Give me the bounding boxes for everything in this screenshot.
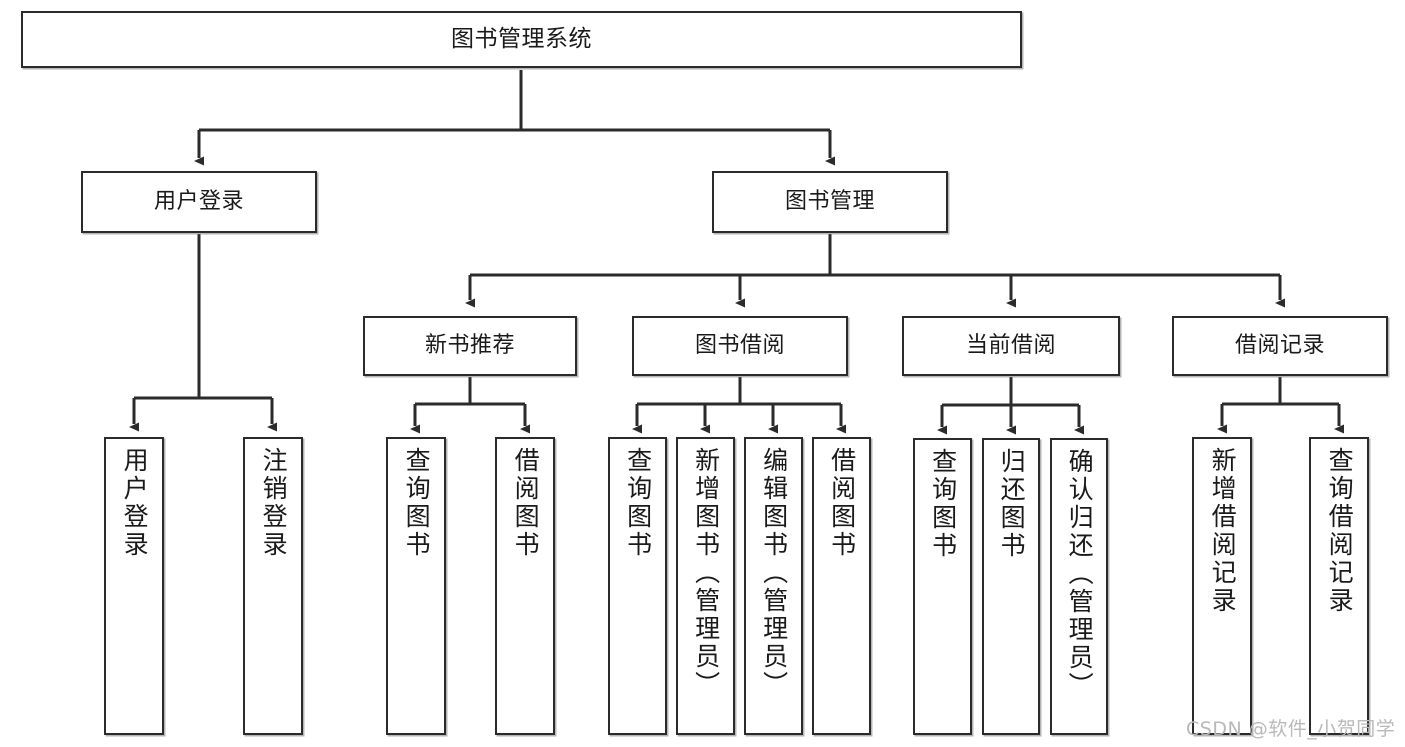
leaf-current-query-book-label: 查询图书 [928,448,958,560]
leaf-recommend-borrow-book[interactable]: 借阅图书 [495,437,555,735]
node-borrow-record-label: 借阅记录 [1234,332,1325,358]
leaf-record-query-record[interactable]: 查询借阅记录 [1309,437,1369,735]
leaf-recommend-borrow-book-label: 借阅图书 [511,447,541,559]
leaf-current-confirm-return[interactable]: 确认归还（管理员） [1050,438,1108,735]
leaf-current-return-book[interactable]: 归还图书 [982,438,1040,735]
node-root-system-label: 图书管理系统 [451,26,592,53]
leaf-recommend-query-book[interactable]: 查询图书 [386,437,446,735]
leaf-user-login-logout[interactable]: 注销登录 [243,437,303,735]
leaf-record-query-record-label: 查询借阅记录 [1325,447,1355,615]
leaf-record-add-record[interactable]: 新增借阅记录 [1192,437,1252,735]
node-current-borrow-label: 当前借阅 [965,332,1056,358]
leaf-current-query-book[interactable]: 查询图书 [913,438,972,735]
node-new-book-recommend-label: 新书推荐 [424,332,515,358]
leaf-borrow-add-book[interactable]: 新增图书（管理员） [676,437,735,735]
leaf-user-login-login-label: 用户登录 [120,447,150,559]
leaf-borrow-edit-book[interactable]: 编辑图书（管理员） [744,437,803,735]
node-user-login[interactable]: 用户登录 [81,171,317,233]
leaf-borrow-edit-book-label: 编辑图书（管理员） [759,447,789,699]
leaf-user-login-logout-label: 注销登录 [259,447,289,559]
leaf-current-return-book-label: 归还图书 [997,448,1027,560]
leaf-borrow-query-book-label: 查询图书 [623,447,653,559]
node-user-login-label: 用户登录 [153,188,244,214]
leaf-current-confirm-return-label: 确认归还（管理员） [1065,448,1095,700]
node-new-book-recommend[interactable]: 新书推荐 [363,316,577,376]
node-book-borrow[interactable]: 图书借阅 [632,316,848,376]
leaf-borrow-query-book[interactable]: 查询图书 [608,437,667,735]
node-book-borrow-label: 图书借阅 [694,332,785,358]
leaf-borrow-add-book-label: 新增图书（管理员） [691,447,721,699]
node-book-management-label: 图书管理 [784,188,875,214]
leaf-record-add-record-label: 新增借阅记录 [1208,447,1238,615]
leaf-borrow-borrow-book-label: 借阅图书 [827,447,857,559]
leaf-borrow-borrow-book[interactable]: 借阅图书 [812,437,871,735]
node-borrow-record[interactable]: 借阅记录 [1172,316,1388,376]
node-root-system[interactable]: 图书管理系统 [21,11,1022,68]
leaf-user-login-login[interactable]: 用户登录 [104,437,164,735]
node-book-management[interactable]: 图书管理 [712,171,948,233]
leaf-recommend-query-book-label: 查询图书 [402,447,432,559]
node-current-borrow[interactable]: 当前借阅 [902,316,1120,376]
